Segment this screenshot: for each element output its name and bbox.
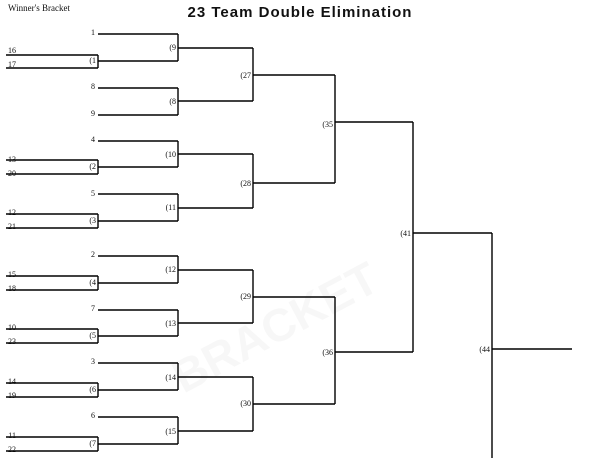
game-number: (44	[479, 345, 490, 354]
game-number: (2	[89, 162, 96, 171]
seed-label: 21	[8, 222, 16, 231]
seed-label: 19	[8, 391, 16, 400]
game-number: (15	[165, 427, 176, 436]
game-number: (6	[89, 385, 96, 394]
game-number: (29	[240, 292, 251, 301]
game-labels: (1 (2 (3 (4 (5 (6 (7 (9 (8 (10 (11 (12 (…	[89, 43, 490, 448]
bracket-title: 23 Team Double Elimination	[188, 4, 413, 21]
game-number: (27	[240, 71, 251, 80]
seed-label: 5	[91, 189, 95, 198]
seed-label: 6	[91, 411, 95, 420]
game-number: (1	[89, 56, 96, 65]
seed-label: 2	[91, 250, 95, 259]
game-number: (5	[89, 331, 96, 340]
bracket-text: BRACKET	[164, 251, 387, 402]
seed-label: 10	[8, 323, 16, 332]
game-number: (12	[165, 265, 176, 274]
seed-label: 1	[91, 28, 95, 37]
game-number: (3	[89, 216, 96, 225]
seed-label: 20	[8, 169, 16, 178]
seed-label: 7	[91, 304, 95, 313]
seed-label: 22	[8, 445, 16, 454]
seed-label: 13	[8, 155, 16, 164]
game-number: (8	[169, 97, 176, 106]
game-number: (4	[89, 278, 96, 287]
game-number: (9	[169, 43, 176, 52]
seed-label: 4	[91, 135, 95, 144]
bracket-subtitle: Winner's Bracket	[8, 3, 70, 13]
seed-label: 12	[8, 208, 16, 217]
seed-label: 3	[91, 357, 95, 366]
seed-label: 9	[91, 109, 95, 118]
game-number: (30	[240, 399, 251, 408]
game-number: (11	[166, 203, 176, 212]
seed-label: 11	[8, 431, 16, 440]
seed-label: 14	[8, 377, 16, 386]
seed-label: 17	[8, 60, 16, 69]
seed-label: 15	[8, 270, 16, 279]
watermark: BRACKET	[164, 251, 387, 402]
game-number: (14	[165, 373, 176, 382]
game-number: (10	[165, 150, 176, 159]
seed-label: 8	[91, 82, 95, 91]
game-number: (36	[322, 348, 333, 357]
game-number: (35	[322, 120, 333, 129]
game-number: (28	[240, 179, 251, 188]
seed-labels: 16 17 13 20 12 21 15 18 10 23 14 19 11 2…	[8, 28, 95, 454]
game-number: (7	[89, 439, 96, 448]
seed-label: 23	[8, 337, 16, 346]
bracket-lines	[6, 33, 572, 458]
seed-label: 18	[8, 284, 16, 293]
game-number: (41	[400, 229, 411, 238]
game-number: (13	[165, 319, 176, 328]
seed-label: 16	[8, 46, 16, 55]
